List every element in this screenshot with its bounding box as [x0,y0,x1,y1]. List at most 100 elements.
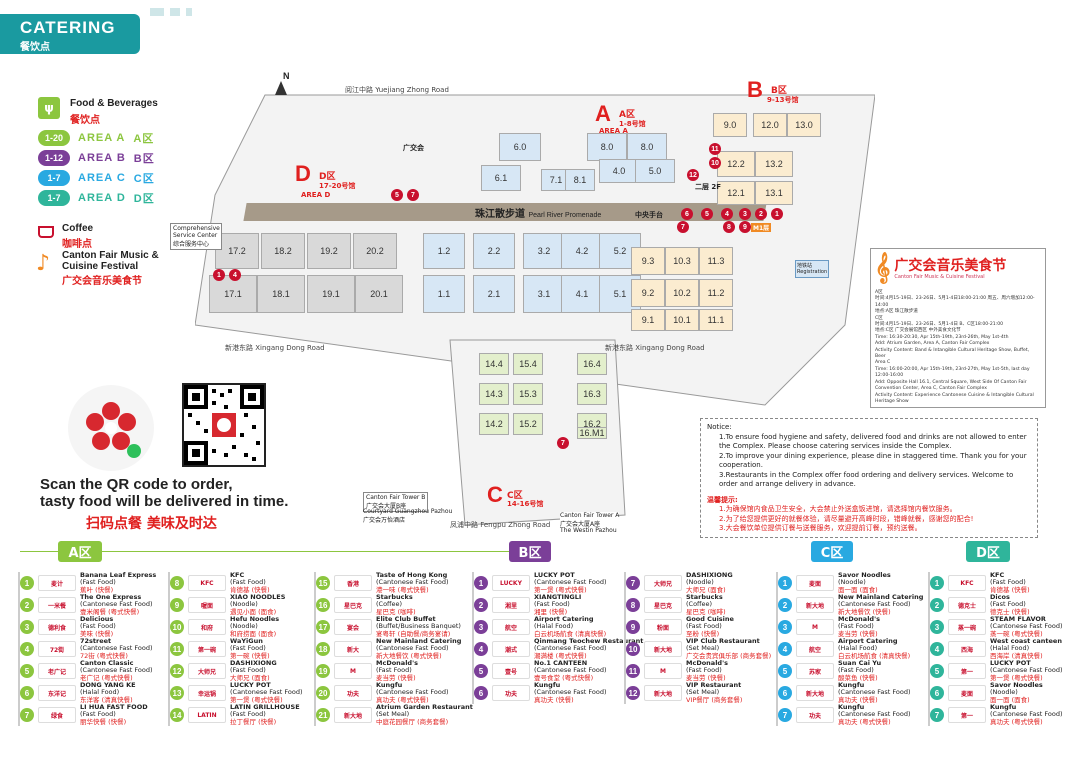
restaurant-type: (Set Meal) [686,644,720,653]
restaurant-text: Kungfu(Cantonese Fast Food)真功夫 (快餐) [838,681,911,705]
hall-block: 13.0 [787,113,821,137]
map-restaurant-marker[interactable]: 8 [723,221,735,233]
map-restaurant-marker[interactable]: 7 [677,221,689,233]
restaurant-type: (Fast Food) [990,600,1026,609]
restaurant-name: No.1 CANTEEN [534,658,588,667]
legend-food-title: Food & Beverages [70,98,158,109]
map-restaurant-marker[interactable]: 1 [213,269,225,281]
map-restaurant-marker[interactable]: 7 [557,437,569,449]
restaurant-logo: 第一碗 [188,641,226,657]
map-restaurant-marker[interactable]: 5 [391,189,403,201]
map-restaurant-marker[interactable]: 4 [721,208,733,220]
restaurant-logo: 星巴克 [644,597,682,613]
map-restaurant-marker[interactable]: 6 [681,208,693,220]
restaurant-number: 5 [20,664,34,678]
restaurant-cn: 面一面 (面食) [838,585,878,594]
map-restaurant-marker[interactable]: 9 [739,221,751,233]
restaurant-text: McDonald's(Fast Food)麦当劳 (快餐) [838,615,880,639]
restaurant-number: 4 [930,642,944,656]
miniprogram-qr-code[interactable] [68,385,154,471]
restaurant-number: 5 [474,664,488,678]
restaurant-logo: M [644,663,682,679]
wechat-qr-code[interactable] [182,383,266,467]
festival-line: 时间:4月15-19日、23-26日、5月1-4日18:00-21:00 周五、… [875,296,1035,308]
hall-block: 17.2 [215,233,259,269]
map-restaurant-marker[interactable]: 7 [407,189,419,201]
restaurant-cn: 湘里 (快餐) [534,607,568,616]
restaurant-number: 12 [170,664,184,678]
map-restaurant-marker[interactable]: 2 [755,208,767,220]
restaurant-cn: 大师兄 (面食) [230,673,270,682]
map-restaurant-marker[interactable]: 3 [739,208,751,220]
restaurant-name: Kungfu [534,680,561,689]
map-restaurant-marker[interactable]: 1 [771,208,783,220]
restaurant-text: Delicious(Fast Food)美味 (快餐) [80,615,116,639]
hall-block: 10.1 [665,309,699,331]
restaurant-logo: 德克士 [948,597,986,613]
map-restaurant-marker[interactable]: 4 [229,269,241,281]
map-restaurant-marker[interactable]: 12 [687,169,699,181]
restaurant-number: 21 [316,708,330,722]
coffee-icon [38,226,54,238]
map-restaurant-marker[interactable]: 10 [709,157,721,169]
map-restaurant-marker[interactable]: 5 [701,208,713,220]
restaurant-cn: 肯德基 (快餐) [230,585,270,594]
notice-cn-title: 温馨提示: [707,495,738,504]
restaurant-text: The One Express(Cantonese Fast Food)壹米阁餐… [80,593,153,617]
restaurant-cn: 第一煲 (粤式快餐) [230,695,283,704]
restaurant-cn: 酸菜鱼 (快餐) [838,673,878,682]
restaurant-number: 5 [930,664,944,678]
map-restaurant-marker[interactable]: 11 [709,143,721,155]
restaurant-type: (Cantonese Fast Food) [990,666,1063,675]
restaurant-logo: 一米餐 [38,597,76,613]
